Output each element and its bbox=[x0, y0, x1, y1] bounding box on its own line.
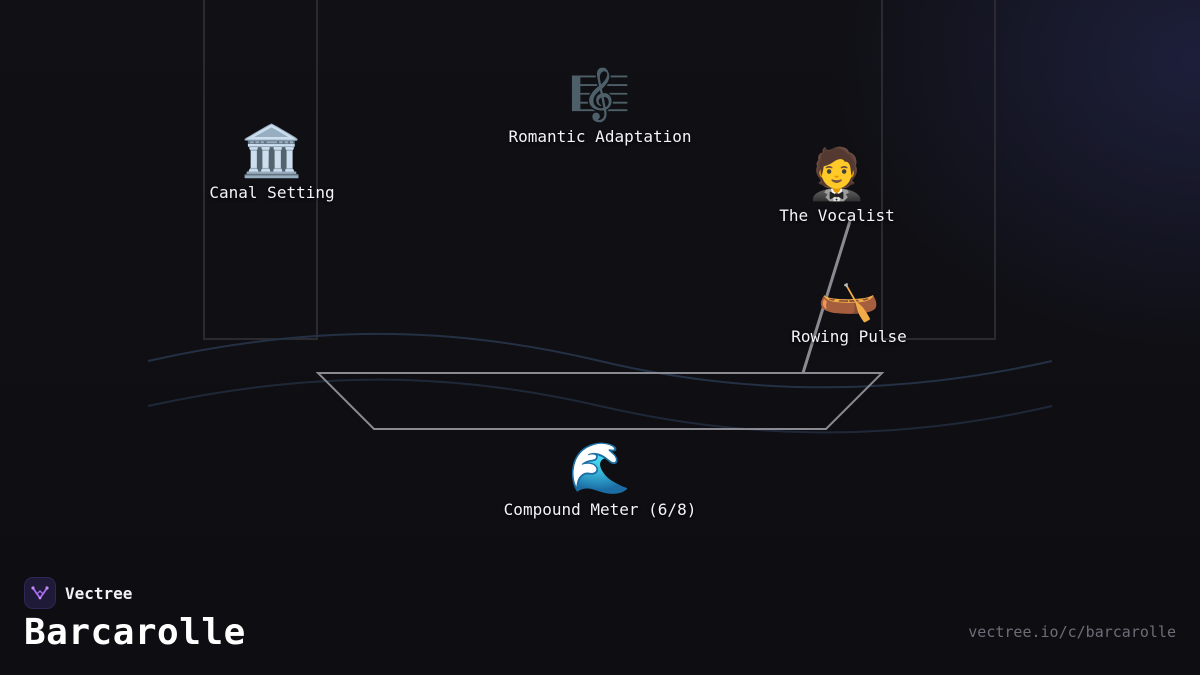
node-canal-setting: 🏛️ Canal Setting bbox=[203, 122, 340, 204]
wave-upper bbox=[147, 332, 1053, 389]
node-label: The Vocalist bbox=[779, 206, 895, 225]
node-compound-meter: 🌊 Compound Meter (6/8) bbox=[498, 439, 703, 521]
vectree-logo-icon bbox=[24, 577, 56, 609]
node-label: Rowing Pulse bbox=[791, 327, 907, 346]
source-url[interactable]: vectree.io/c/barcarolle bbox=[968, 623, 1176, 641]
canoe-icon: 🛶 bbox=[817, 266, 881, 324]
left-pillar bbox=[203, 0, 318, 340]
right-pillar bbox=[881, 0, 996, 340]
person-in-tuxedo-icon: 🤵 bbox=[805, 145, 869, 203]
node-label: Compound Meter (6/8) bbox=[503, 500, 697, 519]
page-title: Barcarolle bbox=[24, 612, 246, 653]
brand-name: Vectree bbox=[65, 583, 133, 603]
node-label: Romantic Adaptation bbox=[508, 127, 692, 146]
node-label: Canal Setting bbox=[209, 183, 335, 202]
water-wave-icon: 🌊 bbox=[568, 439, 632, 497]
gondola-oar bbox=[801, 220, 852, 374]
node-the-vocalist: 🤵 The Vocalist bbox=[773, 145, 901, 227]
node-romantic-adaptation: 🎼 Romantic Adaptation bbox=[502, 66, 697, 148]
classical-building-icon: 🏛️ bbox=[240, 122, 304, 180]
gondola-hull bbox=[315, 372, 885, 430]
node-rowing-pulse: 🛶 Rowing Pulse bbox=[785, 266, 913, 348]
brand: Vectree bbox=[24, 577, 132, 609]
musical-score-icon: 🎼 bbox=[568, 66, 632, 124]
wave-lower bbox=[147, 378, 1053, 434]
